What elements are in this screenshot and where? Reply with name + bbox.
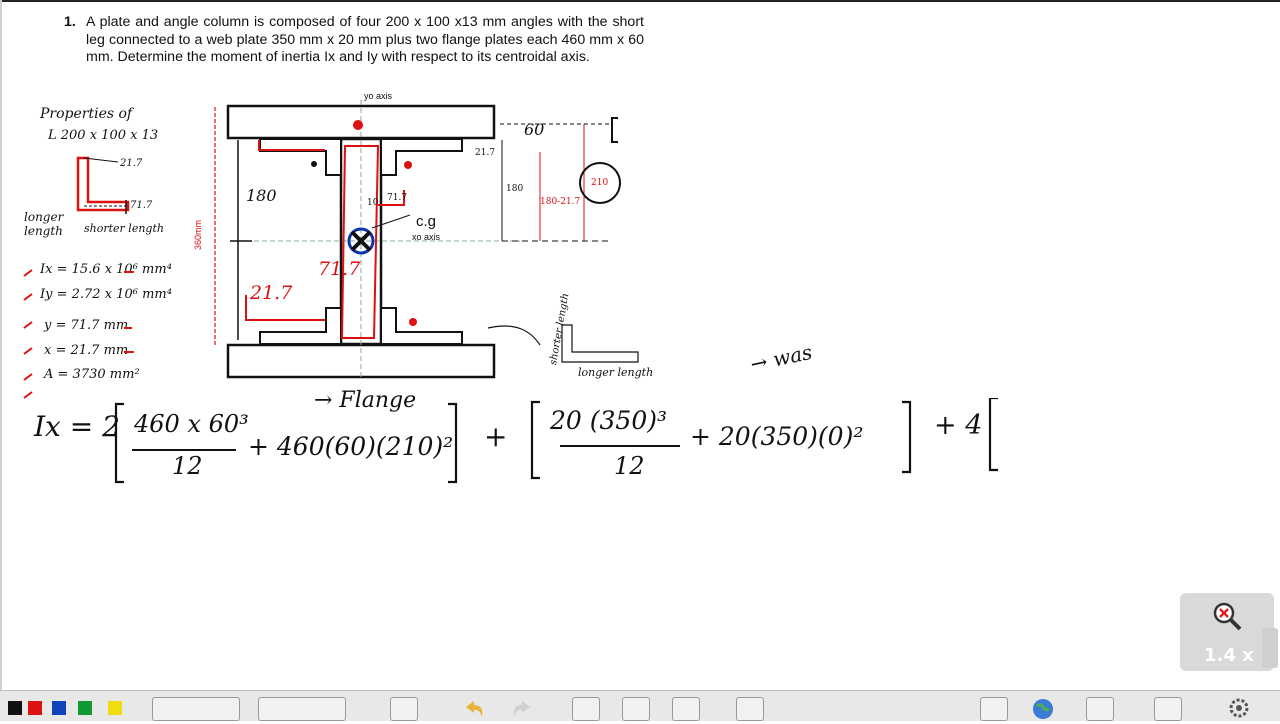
- pen-page-icon[interactable]: [622, 697, 650, 721]
- folder-icon[interactable]: [1086, 697, 1114, 721]
- dim-180-right: 180: [506, 184, 524, 194]
- sketch-717: 71.7: [130, 200, 153, 211]
- dim-60-label: 60: [524, 120, 545, 139]
- properties-title-1: Properties of: [40, 106, 133, 122]
- term2-numerator: 20 (350)³: [550, 406, 668, 435]
- equation-brackets: [114, 398, 998, 484]
- problem-number: 1.: [64, 14, 76, 30]
- note-ix: Ix = 15.6 x 10⁶ mm⁴: [40, 262, 172, 277]
- dim-217-top: 21.7: [475, 148, 496, 158]
- dim-210-circled: 210: [591, 178, 609, 188]
- top-border: [0, 0, 1280, 2]
- term2-plus: + 20(350)(0)²: [690, 422, 864, 451]
- side-collapse-icon[interactable]: [1262, 628, 1278, 668]
- problem-text: A plate and angle column is composed of …: [86, 14, 644, 65]
- term1-numerator: 460 x 60³: [134, 410, 249, 438]
- term2-denominator: 12: [614, 452, 645, 480]
- line-width-selector[interactable]: [152, 697, 240, 721]
- gear-icon[interactable]: [1226, 697, 1252, 719]
- zoom-level: 1.4 x: [1204, 645, 1254, 666]
- term1-plus: + 460(60)(210)²: [248, 432, 454, 461]
- problem-statement: 1. A plate and angle column is composed …: [64, 14, 644, 67]
- keyboard-icon[interactable]: [390, 697, 418, 721]
- grid-icon[interactable]: [736, 697, 764, 721]
- blank-page-icon[interactable]: [572, 697, 600, 721]
- angle-sketch: [76, 156, 130, 214]
- angle-top-left: [259, 138, 342, 176]
- red-swatch[interactable]: [28, 701, 42, 715]
- note-shorter-length: shorter length: [84, 222, 164, 235]
- copy-page-icon[interactable]: [672, 697, 700, 721]
- red-ticks: [23, 269, 134, 399]
- whiteboard-canvas[interactable]: 1. A plate and angle column is composed …: [0, 0, 1280, 690]
- redo-icon[interactable]: [510, 697, 536, 719]
- equation-lhs: Ix = 2: [34, 410, 120, 443]
- equation-tail: + 4: [934, 410, 983, 441]
- note-y: y = 71.7 mm: [44, 318, 129, 333]
- angle-bottom-right: [380, 307, 463, 345]
- dim-10-label: 10: [367, 198, 379, 208]
- pen-tool-icon[interactable]: [980, 697, 1008, 721]
- bottom-toolbar: [0, 690, 1280, 721]
- left-border: [0, 0, 2, 690]
- properties-title-2: L 200 x 100 x 13: [48, 128, 159, 143]
- xo-axis-label: xo axis: [412, 232, 441, 242]
- flange-note: → Flange: [314, 388, 417, 413]
- undo-icon[interactable]: [460, 697, 486, 719]
- cg-marker: [347, 227, 375, 255]
- note-x: x = 21.7 mm: [44, 343, 129, 358]
- red-717-label: 71.7: [318, 258, 361, 280]
- screen-icon[interactable]: [1154, 697, 1182, 721]
- yellow-swatch[interactable]: [108, 701, 122, 715]
- yo-axis-label: yo axis: [364, 91, 393, 101]
- column-section-diagram: [214, 100, 639, 380]
- dim-180-left: 180: [246, 186, 277, 205]
- dot-size-selector[interactable]: [258, 697, 346, 721]
- zoom-widget[interactable]: 1.4 x: [1180, 593, 1274, 671]
- was-note: → was: [748, 339, 815, 377]
- green-swatch[interactable]: [78, 701, 92, 715]
- note-longer-length: longer length: [24, 210, 64, 238]
- cg-label: c.g: [416, 213, 437, 230]
- blue-swatch[interactable]: [52, 701, 66, 715]
- black-swatch[interactable]: [8, 701, 22, 715]
- dim-360-label: 360mm: [193, 219, 203, 250]
- globe-icon[interactable]: [1030, 697, 1056, 719]
- note-iy: Iy = 2.72 x 10⁶ mm⁴: [40, 287, 172, 302]
- longer-length-label: longer length: [578, 366, 654, 379]
- dim-717-small: 71.7: [387, 193, 408, 203]
- note-a: A = 3730 mm²: [44, 367, 140, 382]
- term1-denominator: 12: [172, 452, 203, 480]
- angle-bottom-left: [259, 307, 342, 345]
- magnifier-icon: [1213, 602, 1242, 631]
- equation-plus-1: +: [484, 420, 508, 453]
- sketch-217: 21.7: [120, 158, 143, 169]
- dim-180-minus-label: 180-21.7: [540, 197, 581, 207]
- red-217-label: 21.7: [250, 282, 293, 304]
- angle-top-right: [380, 138, 463, 176]
